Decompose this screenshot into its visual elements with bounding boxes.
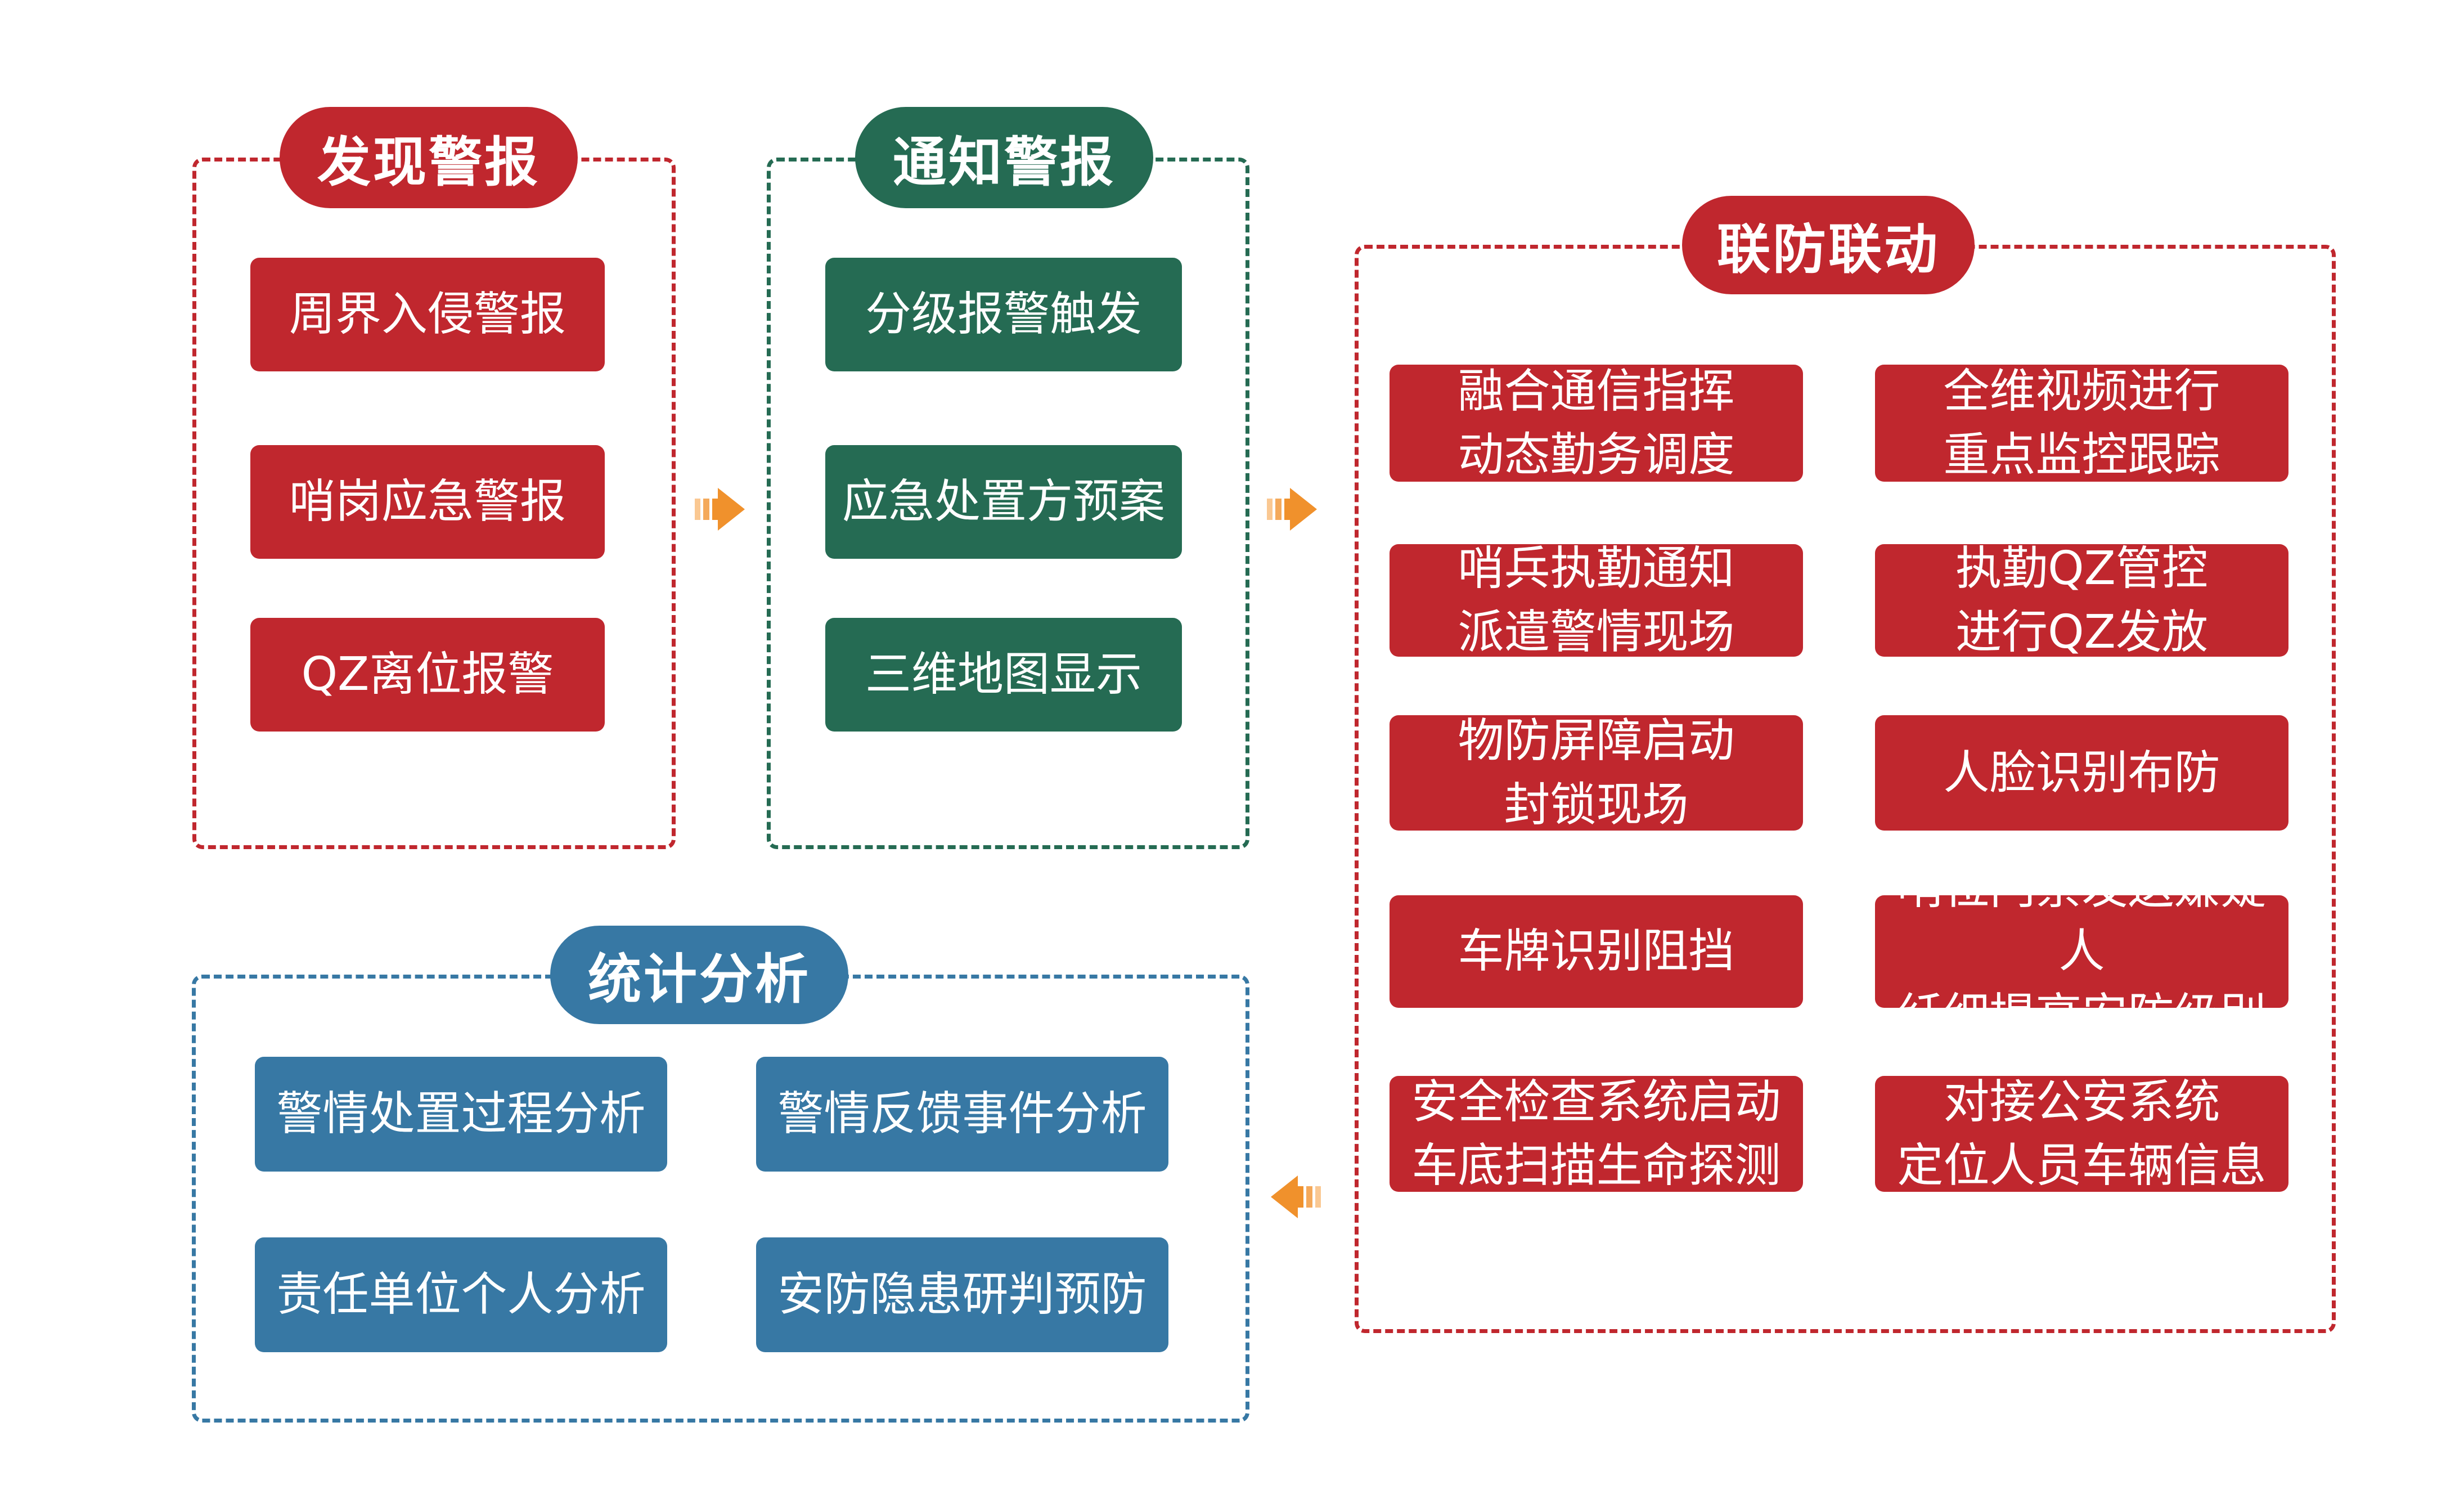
node-alarm-handling-process-analysis: 警情处置过程分析 xyxy=(255,1057,667,1172)
node-responsible-unit-person-analysis: 责任单位个人分析 xyxy=(255,1237,667,1352)
node-face-recognition-deploy: 人脸识别布防 xyxy=(1875,715,2288,831)
node-police-system-locate: 对接公安系统 定位人员车辆信息 xyxy=(1875,1075,2288,1192)
node-fused-comms-command: 融合通信指挥 动态勤务调度 xyxy=(1390,365,1803,482)
flow-arrow-notify-to-joint-icon xyxy=(1267,488,1317,531)
node-perimeter-intrusion-alert: 周界入侵警报 xyxy=(250,258,605,371)
node-fullview-video-tracking: 全维视频进行 重点监控跟踪 xyxy=(1875,365,2288,482)
group-header-discover-alert: 发现警报 xyxy=(280,107,578,208)
node-plate-recognition-block: 车牌识别阻挡 xyxy=(1390,895,1803,1008)
node-sentry-duty-notice: 哨兵执勤通知 派遣警情现场 xyxy=(1390,542,1803,659)
flow-arrow-discover-to-notify-icon xyxy=(695,488,745,531)
panel-statistical-analysis xyxy=(192,975,1249,1423)
node-qz-off-position-alert: QZ离位报警 xyxy=(250,618,605,732)
node-3d-map-display: 三维地图显示 xyxy=(825,618,1182,732)
node-physical-barrier-lockdown: 物防屏障启动 封锁现场 xyxy=(1390,714,1803,832)
flow-arrow-joint-to-stats-icon xyxy=(1271,1176,1321,1218)
group-header-notify-alert: 通知警报 xyxy=(855,107,1153,208)
node-emergency-response-plan: 应急处置方预案 xyxy=(825,445,1182,559)
node-security-check-scan: 安全检查系统启动 车底扫描生命探测 xyxy=(1390,1075,1803,1192)
group-header-statistical-analysis: 统计分析 xyxy=(550,926,848,1024)
node-alarm-feedback-event-analysis: 警情反馈事件分析 xyxy=(756,1057,1168,1172)
node-duty-qz-control: 执勤QZ管控 进行QZ发放 xyxy=(1875,542,2288,659)
node-graded-alarm-trigger: 分级报警触发 xyxy=(825,258,1182,371)
node-sentry-access-suspect-alert: 哨位门禁发送嫌疑人 纤细提高安防级别 xyxy=(1875,861,2288,1042)
group-header-joint-defense: 联防联动 xyxy=(1682,196,1975,294)
node-sentry-emergency-alert: 哨岗应急警报 xyxy=(250,445,605,559)
node-security-risk-prediction: 安防隐患研判预防 xyxy=(756,1237,1168,1352)
